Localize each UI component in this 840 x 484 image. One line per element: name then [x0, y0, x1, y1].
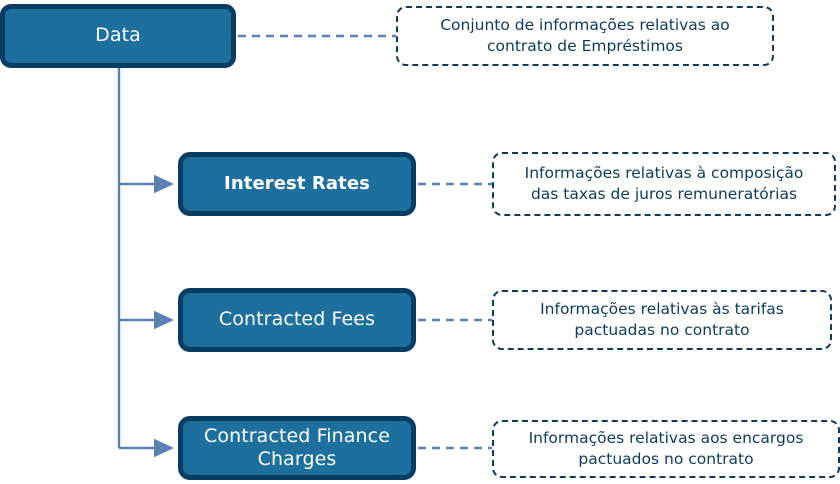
- node-contracted-fees-label: Contracted Fees: [218, 308, 376, 331]
- description-data: Conjunto de informações relativas ao con…: [396, 6, 774, 66]
- description-data-text: Conjunto de informações relativas ao con…: [440, 16, 730, 55]
- node-contracted-fees[interactable]: Contracted Fees: [178, 288, 416, 352]
- node-contracted-finance-charges-label: Contracted Finance Charges: [203, 424, 390, 470]
- node-data[interactable]: Data: [0, 4, 236, 68]
- node-interest-rates[interactable]: Interest Rates: [178, 152, 416, 216]
- description-contracted-finance-charges: Informações relativas aos encargos pactu…: [492, 420, 840, 478]
- description-interest-rates: Informações relativas à composição das t…: [492, 152, 836, 216]
- description-contracted-finance-charges-text: Informações relativas aos encargos pactu…: [528, 429, 804, 468]
- description-interest-rates-text: Informações relativas à composição das t…: [524, 164, 804, 203]
- node-interest-rates-label: Interest Rates: [224, 173, 370, 195]
- description-contracted-fees-text: Informações relativas às tarifas pactuad…: [540, 300, 784, 339]
- description-contracted-fees: Informações relativas às tarifas pactuad…: [492, 290, 832, 350]
- node-contracted-finance-charges[interactable]: Contracted Finance Charges: [178, 416, 416, 480]
- node-data-label: Data: [95, 24, 141, 47]
